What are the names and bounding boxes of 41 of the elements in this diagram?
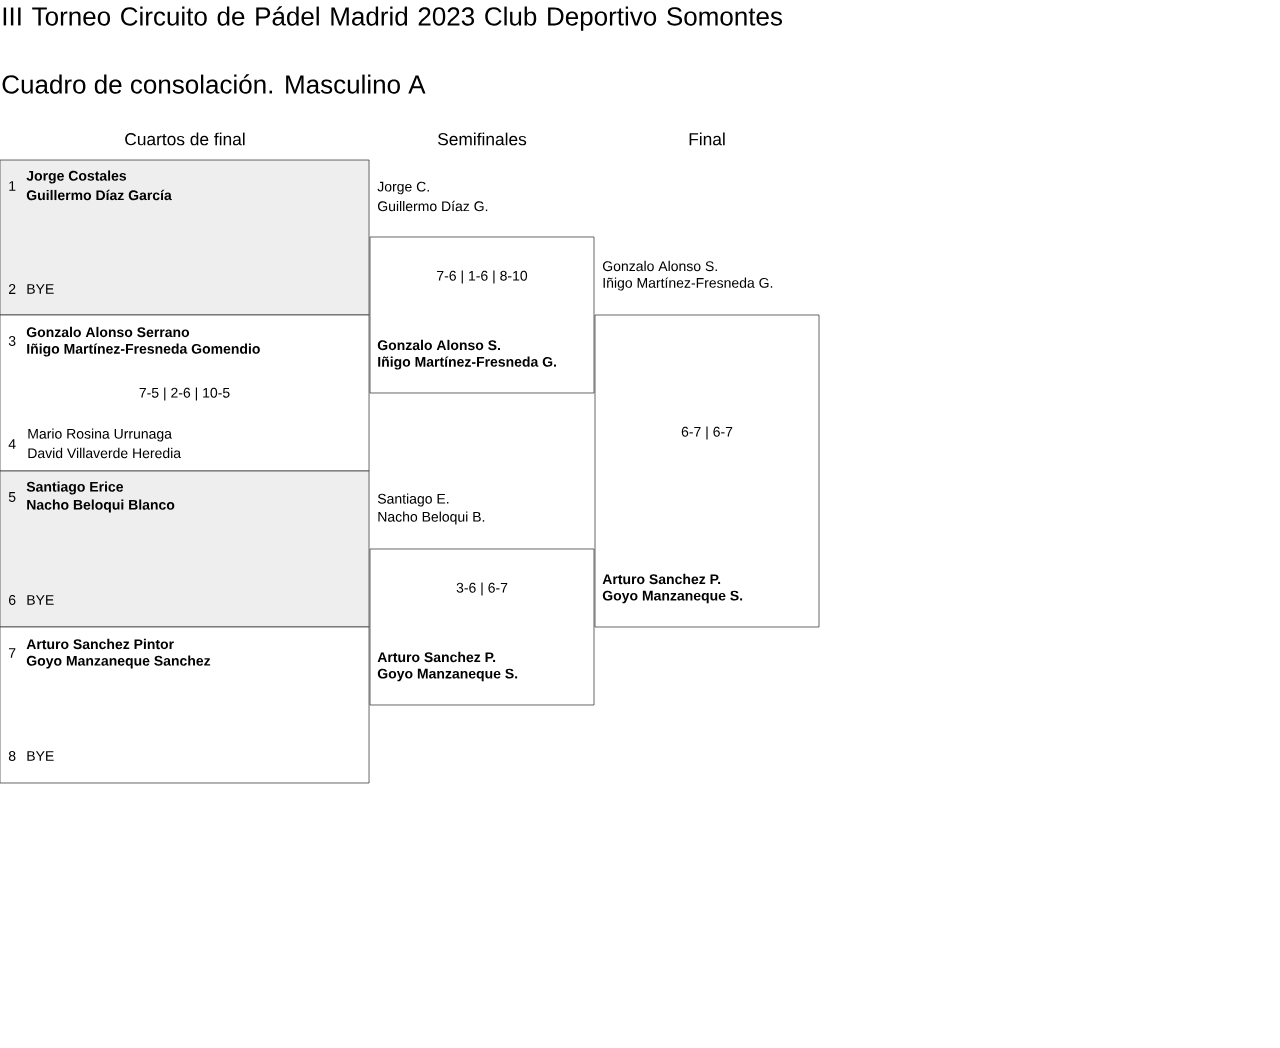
player-name: Goyo Manzaneque S. bbox=[602, 590, 743, 604]
player-name: Goyo Manzaneque S. bbox=[377, 668, 518, 682]
player-name: Iñigo Martínez-Fresneda G. bbox=[603, 277, 773, 291]
subtitle: Cuadro de consolación. Masculino A bbox=[2, 74, 426, 94]
player-name: Santiago E. bbox=[377, 493, 449, 507]
bye-text: BYE bbox=[27, 751, 54, 761]
player-name: Guillermo Díaz G. bbox=[378, 200, 488, 212]
seed-number: 6 bbox=[9, 595, 16, 605]
match-score: 6-7 | 6-7 bbox=[681, 426, 733, 440]
seed-number: 1 bbox=[9, 181, 16, 191]
player-name: Arturo Sanchez P. bbox=[602, 573, 721, 585]
player-name: Gonzalo Alonso S. bbox=[603, 260, 717, 272]
bye-text: BYE bbox=[27, 595, 54, 605]
round-heading: Final bbox=[689, 132, 725, 146]
player-name: Arturo Sanchez P. bbox=[377, 651, 496, 663]
player-name: Goyo Manzaneque Sanchez bbox=[26, 655, 211, 669]
seed-number: 4 bbox=[8, 439, 16, 449]
player-name: Nacho Beloqui B. bbox=[378, 511, 485, 525]
player-name: David Villaverde Heredia bbox=[28, 447, 182, 459]
seed-number: 8 bbox=[8, 751, 16, 761]
player-name: Jorge Costales bbox=[26, 170, 127, 184]
player-name: Iñigo Martínez-Fresneda G. bbox=[378, 356, 556, 370]
player-name: Gonzalo Alonso S. bbox=[377, 339, 500, 351]
title: III Torneo Circuito de Pádel Madrid 2023 Club Deportivo Somontes bbox=[3, 6, 782, 31]
player-name: Santiago Erice bbox=[26, 481, 124, 495]
match-score: 7-5 | 2-6 | 10-5 bbox=[139, 387, 230, 401]
player-name: Gonzalo Alonso Serrano bbox=[26, 326, 190, 338]
player-name: Guillermo Díaz García bbox=[26, 189, 172, 201]
player-name: Arturo Sanchez Pintor bbox=[26, 638, 174, 650]
seed-number: 2 bbox=[9, 284, 16, 294]
seed-number: 7 bbox=[9, 648, 16, 658]
player-name: Iñigo Martínez-Fresneda Gomendio bbox=[27, 343, 260, 357]
match-score: 7-6 | 1-6 | 8-10 bbox=[437, 270, 528, 284]
seed-number: 3 bbox=[8, 336, 16, 346]
bye-text: BYE bbox=[27, 284, 54, 294]
player-name: Mario Rosina Urrunaga bbox=[28, 428, 172, 442]
round-heading: Semifinales bbox=[438, 132, 527, 146]
player-name: Nacho Beloqui Blanco bbox=[27, 499, 175, 513]
seed-number: 5 bbox=[8, 492, 16, 502]
player-name: Jorge C. bbox=[377, 181, 429, 195]
match-score: 3-6 | 6-7 bbox=[456, 582, 508, 596]
